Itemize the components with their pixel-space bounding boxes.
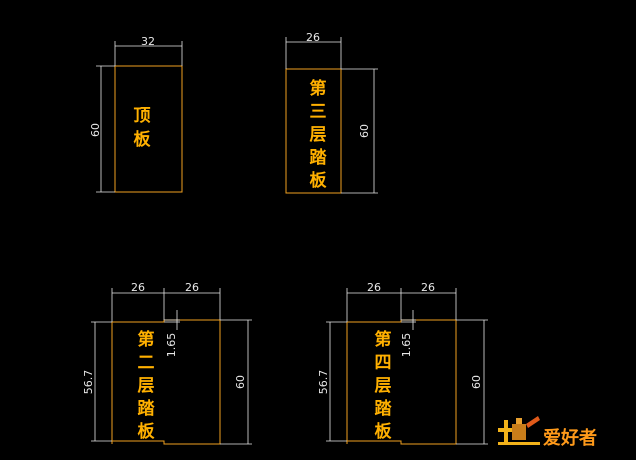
third-step-label-char-1: 第 bbox=[310, 78, 327, 99]
third-step-label-char-2: 三 bbox=[310, 102, 327, 122]
top-board-width-dimension: 32 bbox=[114, 35, 183, 66]
second-step-label-char-3: 层 bbox=[138, 376, 155, 396]
fourth-step-offset-dimension: 1.65 bbox=[400, 310, 416, 357]
top-board-part: 32 60 顶 板 bbox=[89, 35, 183, 193]
third-step-label-char-4: 踏 bbox=[310, 148, 328, 168]
top-board-height-label: 60 bbox=[89, 123, 102, 137]
fourth-step-label-char-4: 踏 bbox=[375, 399, 393, 419]
second-step-label-char-2: 二 bbox=[138, 353, 155, 373]
second-step-left-height-dimension: 56.7 bbox=[82, 321, 112, 442]
second-step-label-char-5: 板 bbox=[138, 421, 156, 442]
third-step-part: 26 60 第 三 层 踏 板 bbox=[285, 31, 378, 194]
second-step-right-height-dimension: 60 bbox=[220, 319, 252, 445]
second-step-left-height-label: 56.7 bbox=[82, 370, 95, 395]
second-step-part: 26 26 1.65 56.7 60 第 二 层 踏 板 bbox=[82, 281, 252, 445]
fourth-step-offset-label: 1.65 bbox=[400, 333, 413, 358]
second-step-label-char-1: 第 bbox=[138, 329, 155, 350]
third-step-label-char-3: 层 bbox=[310, 125, 327, 145]
second-step-label-char-4: 踏 bbox=[138, 399, 156, 419]
fourth-step-label-char-2: 四 bbox=[375, 353, 392, 373]
fourth-step-left-height-label: 56.7 bbox=[317, 370, 330, 395]
third-step-outline bbox=[285, 68, 342, 194]
top-board-outline bbox=[114, 65, 183, 193]
fourth-step-right-height-label: 60 bbox=[470, 375, 483, 389]
top-board-width-label: 32 bbox=[141, 35, 155, 48]
third-step-height-dimension: 60 bbox=[341, 68, 378, 194]
fourth-step-label-char-1: 第 bbox=[375, 329, 392, 350]
top-board-height-dimension: 60 bbox=[89, 65, 115, 193]
third-step-height-label: 60 bbox=[358, 124, 371, 138]
fourth-step-width-left-label: 26 bbox=[367, 281, 381, 294]
second-step-width-dimensions: 26 26 bbox=[111, 281, 221, 322]
second-step-width-right-label: 26 bbox=[185, 281, 199, 294]
second-step-offset-dimension: 1.65 bbox=[164, 310, 180, 357]
top-board-label-char-2: 板 bbox=[134, 129, 152, 150]
top-board-label-char-1: 顶 bbox=[134, 106, 151, 126]
fourth-step-label-char-5: 板 bbox=[375, 421, 393, 442]
fourth-step-label-char-3: 层 bbox=[375, 376, 392, 396]
second-step-width-left-label: 26 bbox=[131, 281, 145, 294]
watermark-logo: 爱好者 bbox=[498, 416, 597, 449]
third-step-width-label: 26 bbox=[306, 31, 320, 44]
fourth-step-left-height-dimension: 56.7 bbox=[317, 321, 347, 442]
fourth-step-part: 26 26 1.65 56.7 60 第 四 层 踏 板 bbox=[317, 281, 488, 445]
second-step-right-height-label: 60 bbox=[234, 375, 247, 389]
second-step-offset-label: 1.65 bbox=[165, 333, 178, 358]
watermark-text: 爱好者 bbox=[543, 427, 597, 449]
fourth-step-right-height-dimension: 60 bbox=[456, 319, 488, 445]
third-step-width-dimension: 26 bbox=[285, 31, 342, 69]
fourth-step-width-right-label: 26 bbox=[421, 281, 435, 294]
fourth-step-width-dimensions: 26 26 bbox=[346, 281, 457, 322]
woodworking-mascot-icon bbox=[498, 416, 540, 445]
third-step-label-char-5: 板 bbox=[310, 170, 328, 191]
